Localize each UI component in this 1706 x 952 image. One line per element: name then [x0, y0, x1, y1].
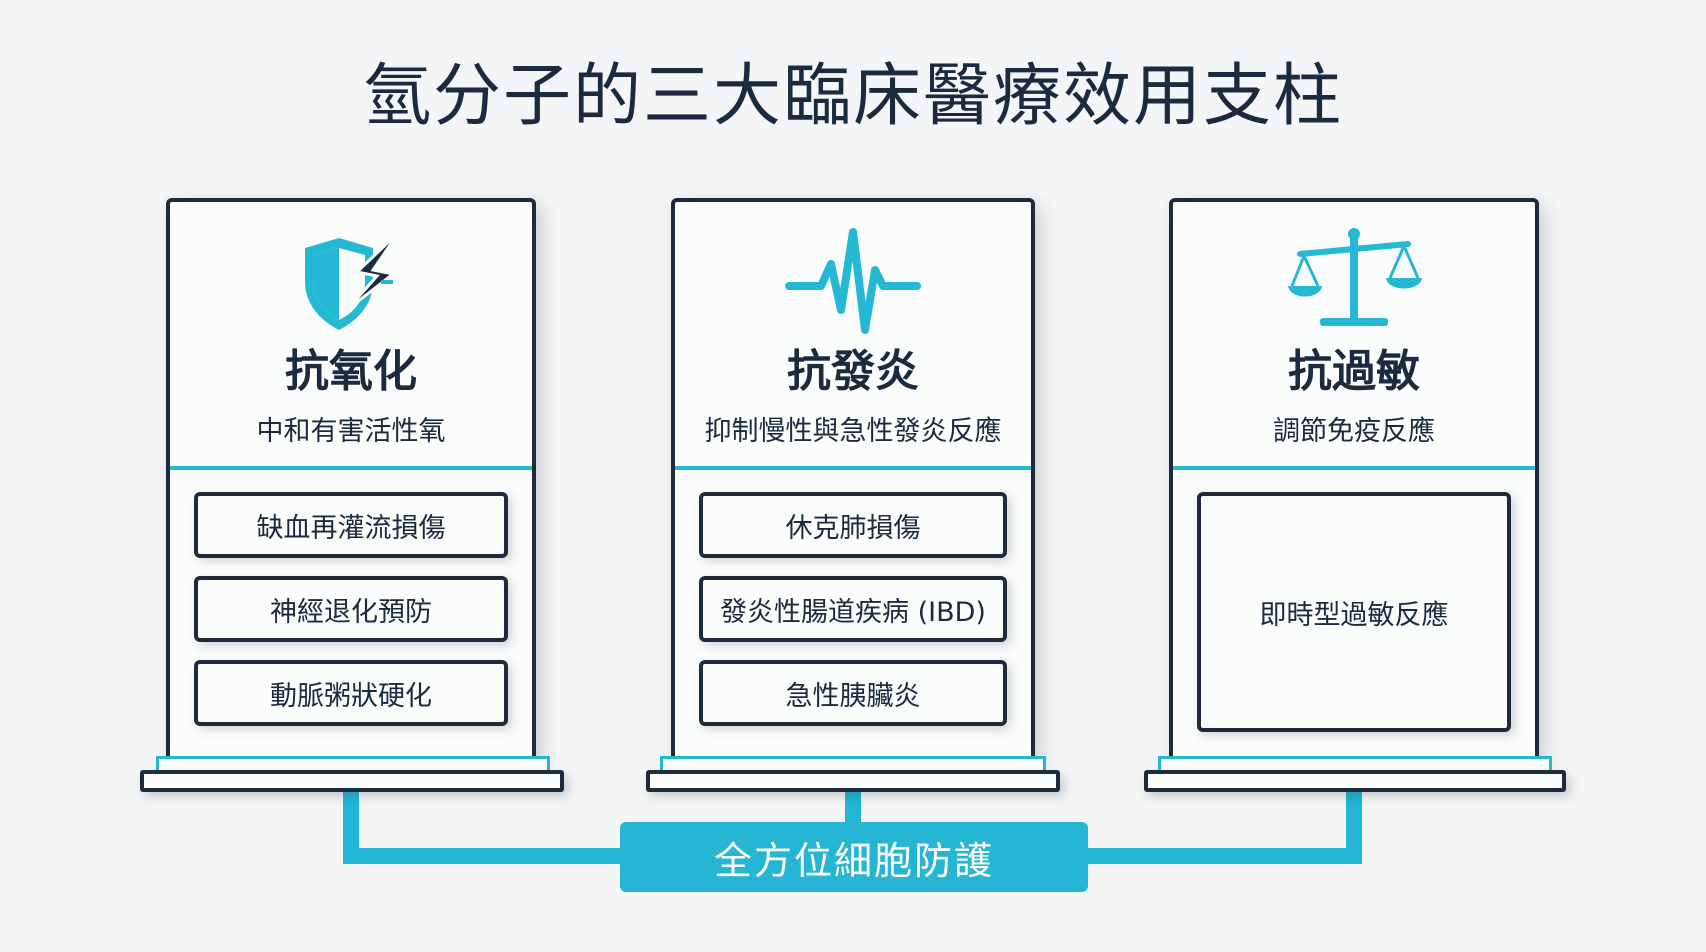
- pillar-subtitle: 調節免疫反應: [1273, 416, 1435, 447]
- pillar-item: 發炎性腸道疾病 (IBD): [699, 576, 1007, 642]
- pillar-subtitle: 抑制慢性與急性發炎反應: [704, 416, 1002, 447]
- pillar-base-top: [156, 756, 550, 772]
- pillar-antioxidant: 抗氧化 中和有害活性氧 缺血再灌流損傷 神經退化預防 動脈粥狀硬化: [166, 198, 536, 758]
- pillar-title: 抗氧化: [285, 346, 417, 397]
- pillar-base: [646, 770, 1060, 792]
- page-title: 氫分子的三大臨床醫療效用支柱: [362, 57, 1343, 136]
- pillar-item: 休克肺損傷: [699, 492, 1007, 558]
- pillar-subtitle: 中和有害活性氧: [256, 416, 446, 447]
- pillar-anti-inflammatory: 抗發炎 抑制慢性與急性發炎反應 休克肺損傷 發炎性腸道疾病 (IBD) 急性胰臟…: [671, 198, 1035, 758]
- pillar-base: [140, 770, 564, 792]
- heartbeat-pulse-icon: [785, 228, 921, 334]
- pillar-item: 神經退化預防: [194, 576, 508, 642]
- foundation-banner: 全方位細胞防護: [620, 822, 1088, 892]
- pillar-title: 抗發炎: [787, 346, 919, 397]
- pillar-divider: [675, 466, 1031, 470]
- pillar-base-top: [1158, 756, 1552, 772]
- pillar-item: 急性胰臟炎: [699, 660, 1007, 726]
- pillar-base: [1144, 770, 1566, 792]
- pillar-item: 缺血再灌流損傷: [194, 492, 508, 558]
- pillar-title: 抗過敏: [1288, 346, 1420, 397]
- pillar-item: 即時型過敏反應: [1197, 492, 1511, 732]
- pillar-item: 動脈粥狀硬化: [194, 660, 508, 726]
- shield-lightning-icon: [305, 230, 401, 330]
- pillar-base-top: [660, 756, 1046, 772]
- pillar-divider: [1173, 466, 1535, 470]
- pillar-anti-allergy: 抗過敏 調節免疫反應 即時型過敏反應: [1169, 198, 1539, 758]
- balance-scale-icon: [1288, 228, 1422, 326]
- pillar-divider: [170, 466, 532, 470]
